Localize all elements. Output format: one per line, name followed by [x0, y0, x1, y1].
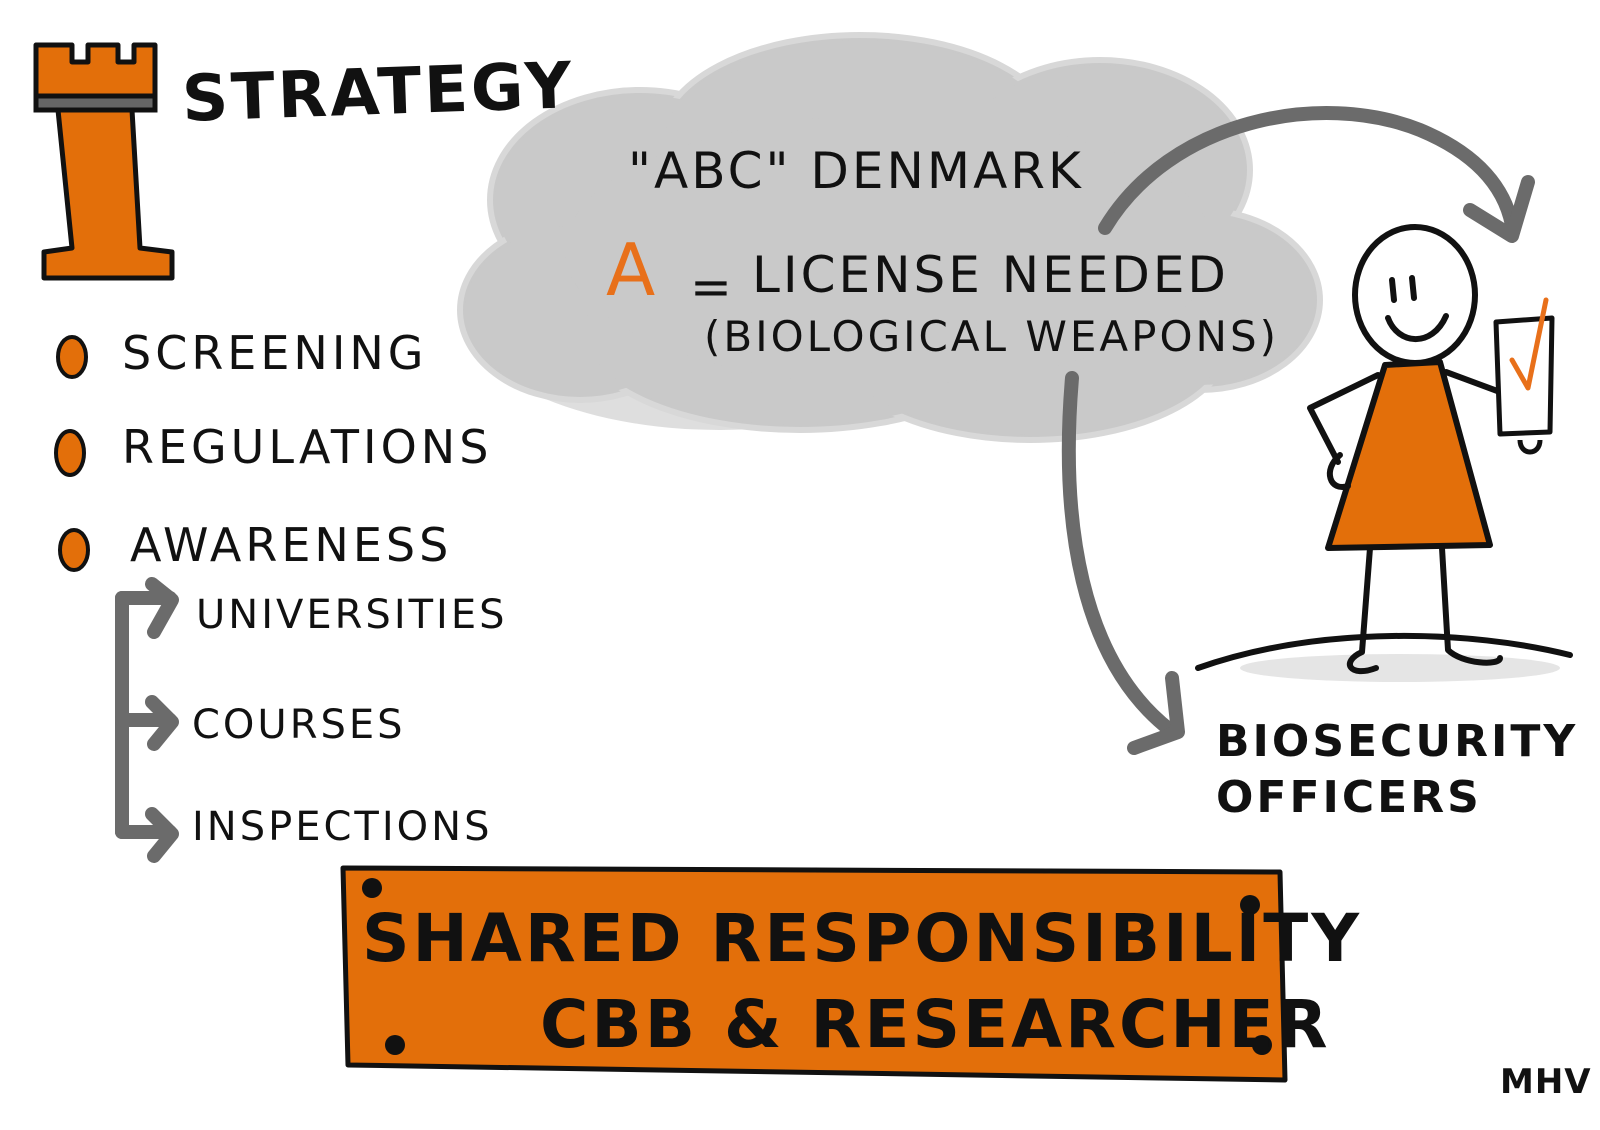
clipboard-icon [1493, 297, 1555, 455]
cloud-letter-a: A [606, 228, 659, 312]
cloud-abc-denmark: "ABC" DENMARK [628, 142, 1084, 200]
bullet-screening: SCREENING [122, 326, 428, 380]
sub-inspections: INSPECTIONS [192, 804, 493, 850]
bullet-awareness: AWARENESS [130, 518, 453, 572]
strategy-title: STRATEGY [180, 49, 576, 137]
person-figure [1307, 224, 1503, 675]
cloud-biological-weapons: (BIOLOGICAL WEAPONS) [704, 312, 1279, 361]
artist-signature: MHV [1500, 1062, 1592, 1102]
cloud-fill [465, 40, 1315, 435]
sub-universities: UNIVERSITIES [196, 592, 508, 638]
bullet-regulations: REGULATIONS [122, 420, 493, 474]
biosecurity-officers-label: BIOSECURITY OFFICERS [1216, 716, 1579, 823]
sub-courses: COURSES [192, 702, 406, 748]
banner-line-2: CBB & RESEARCHER [540, 986, 1331, 1063]
bullet-dots [54, 335, 90, 572]
banner-line-1: SHARED RESPONSIBILITY [362, 900, 1363, 977]
bracket-arrows [115, 577, 179, 863]
ground-shadow [1240, 654, 1560, 682]
cloud-equals: = [690, 258, 735, 316]
ground-line [1195, 632, 1573, 671]
banner-board [340, 865, 1288, 1083]
rook-icon [33, 42, 175, 281]
arrow-cloud-to-figure [1098, 106, 1535, 243]
arrow-cloud-to-officers [1061, 371, 1185, 755]
cloud-license-needed: LICENSE NEEDED [752, 246, 1229, 304]
